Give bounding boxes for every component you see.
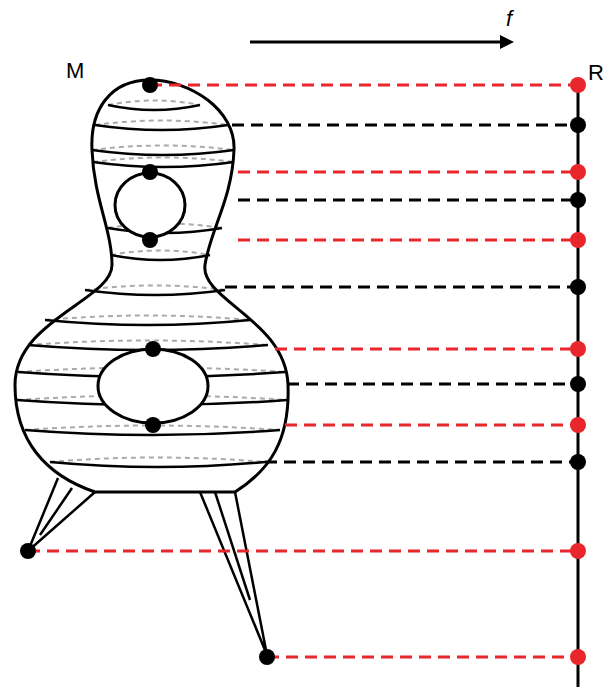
axis-label: R — [588, 62, 604, 84]
level-front — [111, 255, 210, 260]
upper-hole — [115, 173, 185, 237]
value-dot — [570, 376, 586, 392]
critical-point — [142, 77, 158, 93]
projection-dash — [285, 424, 578, 427]
projection-dash — [267, 656, 578, 659]
value-dot — [570, 232, 586, 248]
critical-point — [20, 543, 36, 559]
critical-point — [142, 164, 158, 180]
level-front — [93, 162, 234, 167]
value-dot — [570, 279, 586, 295]
axis-label: f — [506, 8, 512, 30]
level-back — [108, 101, 200, 106]
map-arrow — [250, 41, 505, 44]
projection-lines — [20, 77, 586, 665]
level-front — [45, 320, 250, 325]
value-dot — [570, 117, 586, 133]
level-back — [50, 458, 265, 463]
projection-dash — [225, 286, 578, 289]
level-front — [92, 150, 234, 155]
level-back — [111, 251, 210, 256]
value-dot — [570, 77, 586, 93]
level-back — [93, 158, 234, 163]
legs — [28, 478, 267, 655]
value-dot — [570, 164, 586, 180]
critical-point — [142, 232, 158, 248]
value-dot — [570, 454, 586, 470]
level-front — [50, 462, 265, 467]
projection-dash — [238, 171, 578, 174]
value-dot — [570, 543, 586, 559]
level-back — [85, 286, 225, 291]
level-sets — [17, 101, 287, 468]
projection-dash — [150, 84, 578, 87]
projection-dash — [28, 550, 578, 553]
value-dot — [570, 192, 586, 208]
projection-dash — [287, 383, 578, 386]
level-front — [85, 290, 225, 295]
lower-hole — [98, 349, 208, 423]
projection-dash — [232, 124, 578, 127]
critical-point — [259, 649, 275, 665]
level-back — [45, 316, 250, 321]
critical-point — [145, 417, 161, 433]
value-dot — [570, 649, 586, 665]
value-dot — [570, 341, 586, 357]
level-front — [95, 125, 228, 130]
map-arrowhead — [500, 35, 514, 49]
level-front — [108, 105, 200, 110]
value-dot — [570, 417, 586, 433]
projection-dash — [275, 348, 578, 351]
axis-label: M — [66, 60, 84, 82]
projection-dash — [238, 239, 578, 242]
level-back — [95, 121, 228, 126]
critical-point — [145, 341, 161, 357]
level-back — [92, 146, 234, 151]
projection-dash — [265, 461, 578, 464]
projection-dash — [238, 199, 578, 202]
